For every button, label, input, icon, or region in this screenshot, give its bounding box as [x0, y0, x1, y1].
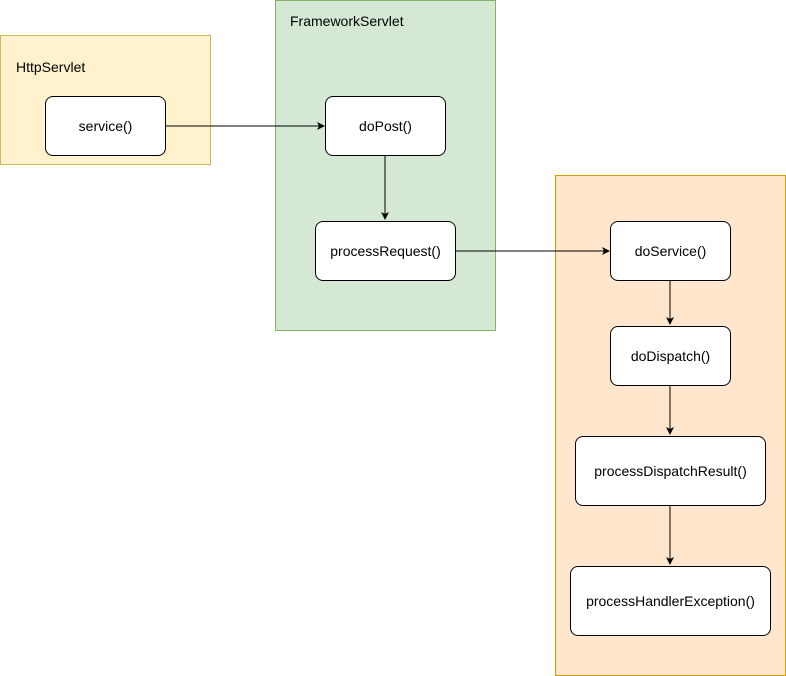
service-node-label: service(): [78, 118, 133, 134]
dopost-node[interactable]: doPost(): [325, 96, 446, 156]
frameworkservlet-title: FrameworkServlet: [290, 13, 404, 29]
processrequest-node[interactable]: processRequest(): [315, 221, 456, 281]
processhandlerexception-node-label: processHandlerException(): [586, 593, 755, 609]
dodispatch-node[interactable]: doDispatch(): [610, 326, 731, 386]
dodispatch-node-label: doDispatch(): [630, 348, 711, 364]
processrequest-node-label: processRequest(): [330, 243, 441, 259]
doservice-node[interactable]: doService(): [610, 221, 731, 281]
service-node[interactable]: service(): [45, 96, 166, 156]
processdispatchresult-node[interactable]: processDispatchResult(): [575, 436, 766, 506]
httpservlet-title: HttpServlet: [16, 59, 86, 75]
doservice-node-label: doService(): [634, 243, 707, 259]
processdispatchresult-node-label: processDispatchResult(): [594, 463, 747, 479]
processhandlerexception-node[interactable]: processHandlerException(): [570, 566, 771, 636]
dopost-node-label: doPost(): [359, 118, 412, 134]
